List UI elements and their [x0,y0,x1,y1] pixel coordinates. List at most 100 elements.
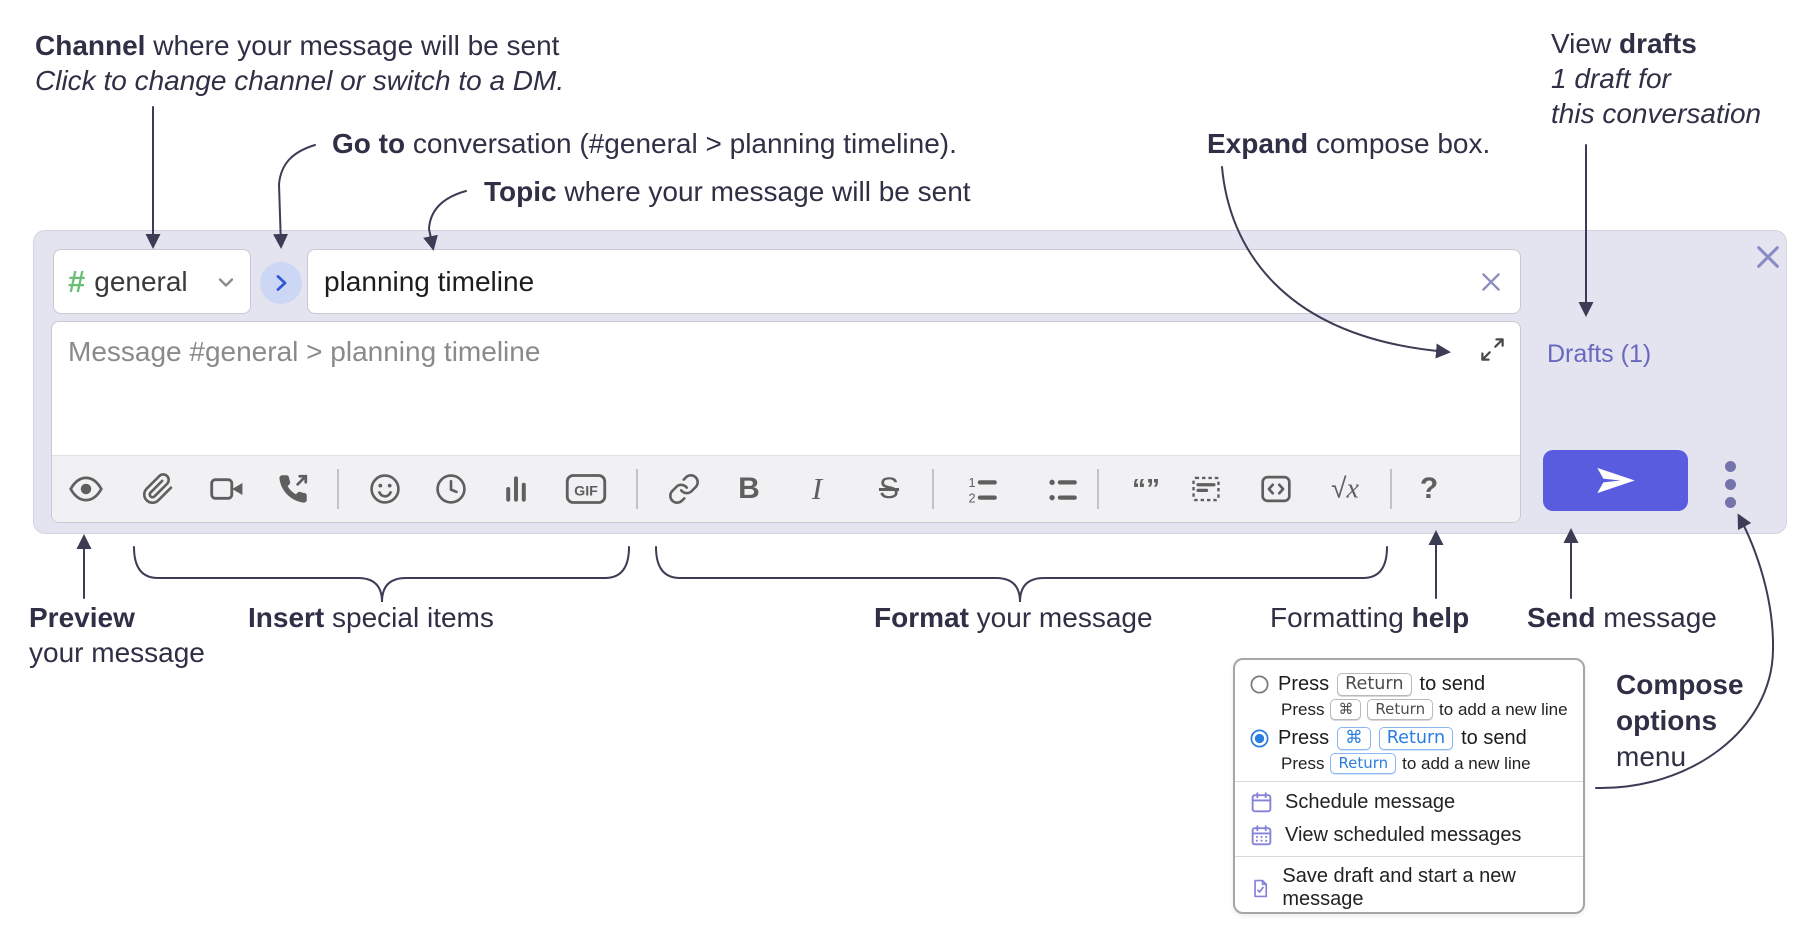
topic-annotation-bold: Topic [484,176,557,207]
compose-options-menu-button[interactable] [1715,458,1745,510]
view-scheduled-messages-label: View scheduled messages [1285,824,1522,846]
compose-options-menu: Press Return to send Press ⌘ Return to a… [1233,658,1585,914]
goto-annotation: Go to conversation (#general > planning … [332,126,957,161]
return-key: Return [1367,699,1434,720]
option-text: to send [1461,727,1527,749]
add-global-time-button[interactable] [434,472,469,507]
expand-compose-button[interactable] [1477,334,1508,365]
code-icon [1261,475,1291,503]
view-drafts-annotation: View drafts 1 draft for this conversatio… [1551,26,1761,131]
insert-annotation: Insert special items [248,600,494,635]
formatting-help-pre: Formatting [1270,602,1412,633]
send-annotation-rest: message [1595,602,1717,633]
start-video-call-button[interactable] [209,471,245,507]
channel-annotation-rest: where your message will be sent [145,30,560,61]
save-draft-item[interactable]: Save draft and start a new message [1249,865,1569,911]
strikethrough-button[interactable]: S [879,472,899,506]
channel-annotation: Channel where your message will be sent … [35,28,564,98]
toolbar-divider [636,469,638,509]
topic-annotation: Topic where your message will be sent [484,174,971,209]
topic-field [307,249,1521,314]
expand-diagonal-icon [1481,338,1504,361]
compose-toolbar: GIF B I S [52,455,1520,522]
close-compose-button[interactable] [1752,241,1784,273]
compose-options-annotation: Compose options menu [1616,667,1744,775]
save-draft-label: Save draft and start a new message [1282,865,1516,910]
compose-options-line1: Compose [1616,669,1744,700]
numbered-list-button[interactable]: 1 2 [965,472,999,506]
video-camera-icon [210,478,243,500]
view-scheduled-messages-item[interactable]: View scheduled messages [1249,823,1569,848]
quote-icon: “” [1132,473,1160,504]
topic-annotation-rest: where your message will be sent [556,176,971,207]
formatting-help-bold: help [1411,602,1470,633]
goto-conversation-button[interactable] [260,262,302,304]
start-voice-call-button[interactable] [277,473,310,506]
add-gif-button[interactable]: GIF [565,472,607,506]
option-text: to send [1419,673,1486,695]
bar-chart-icon [506,476,526,502]
spoiler-button[interactable] [1189,472,1223,506]
cmd-key: ⌘ [1330,699,1362,720]
send-annotation: Send message [1527,600,1717,635]
clock-icon [436,474,466,504]
option-text: Press [1278,673,1330,695]
bold-button[interactable]: B [738,472,760,506]
preview-annotation-bold: Preview [29,602,135,633]
return-key: Return [1330,753,1397,774]
code-button[interactable] [1259,472,1293,506]
channel-selector[interactable]: # general [53,249,251,314]
expand-annotation-bold: Expand [1207,128,1309,159]
clear-topic-button[interactable] [1478,269,1520,295]
svg-text:2: 2 [969,490,976,505]
math-button[interactable]: √x [1331,473,1359,506]
insert-link-button[interactable] [668,473,701,506]
enter-sends-option[interactable]: Press Return to send [1249,673,1569,696]
schedule-message-label: Schedule message [1285,791,1456,813]
calendar-icon [1251,792,1272,813]
compose-options-line2: options [1616,705,1718,736]
calendar-grid-icon [1251,825,1272,846]
smiley-icon [370,474,400,504]
send-button[interactable] [1543,450,1688,511]
close-icon [1482,272,1500,291]
menu-divider [1235,856,1583,857]
formatting-help-button[interactable]: ? [1420,472,1438,506]
schedule-message-item[interactable]: Schedule message [1249,790,1569,815]
quote-button[interactable]: “” [1132,473,1160,505]
svg-text:GIF: GIF [574,484,598,500]
italic-button[interactable]: I [812,471,822,507]
view-drafts-bold: drafts [1618,28,1697,59]
chevron-right-icon [276,275,287,291]
add-emoji-button[interactable] [368,472,403,507]
toolbar-divider [932,469,934,509]
option-subtext: to add a new line [1402,753,1531,773]
attach-file-button[interactable] [142,473,175,506]
add-poll-button[interactable] [499,472,533,506]
view-drafts-line2: 1 draft for [1551,63,1671,94]
toolbar-divider [1390,469,1392,509]
kebab-dot [1724,460,1736,472]
view-drafts-line3: this conversation [1551,98,1762,129]
toolbar-divider [337,469,339,509]
document-check-icon [1254,879,1268,897]
message-input[interactable] [52,322,1520,454]
kebab-dot [1724,496,1736,508]
view-drafts-pre: View [1551,28,1619,59]
cmd-enter-sends-option[interactable]: Press ⌘ Return to send [1249,727,1569,750]
math-icon: √x [1331,472,1359,505]
cmd-enter-sends-option-subtext: Press Return to add a new line [1281,753,1569,774]
goto-annotation-rest: conversation (#general > planning timeli… [405,128,957,159]
bulleted-list-button[interactable] [1045,472,1079,506]
format-annotation-rest: your message [968,602,1153,633]
strikethrough-icon: S [878,472,900,505]
drafts-link[interactable]: Drafts (1) [1541,339,1657,370]
option-subtext: Press [1281,699,1325,719]
topic-input[interactable] [308,265,1478,298]
preview-message-button[interactable] [68,471,104,507]
goto-annotation-bold: Go to [332,128,406,159]
return-key: Return [1337,673,1412,696]
send-icon [1596,467,1635,494]
question-mark-icon: ? [1419,472,1439,505]
